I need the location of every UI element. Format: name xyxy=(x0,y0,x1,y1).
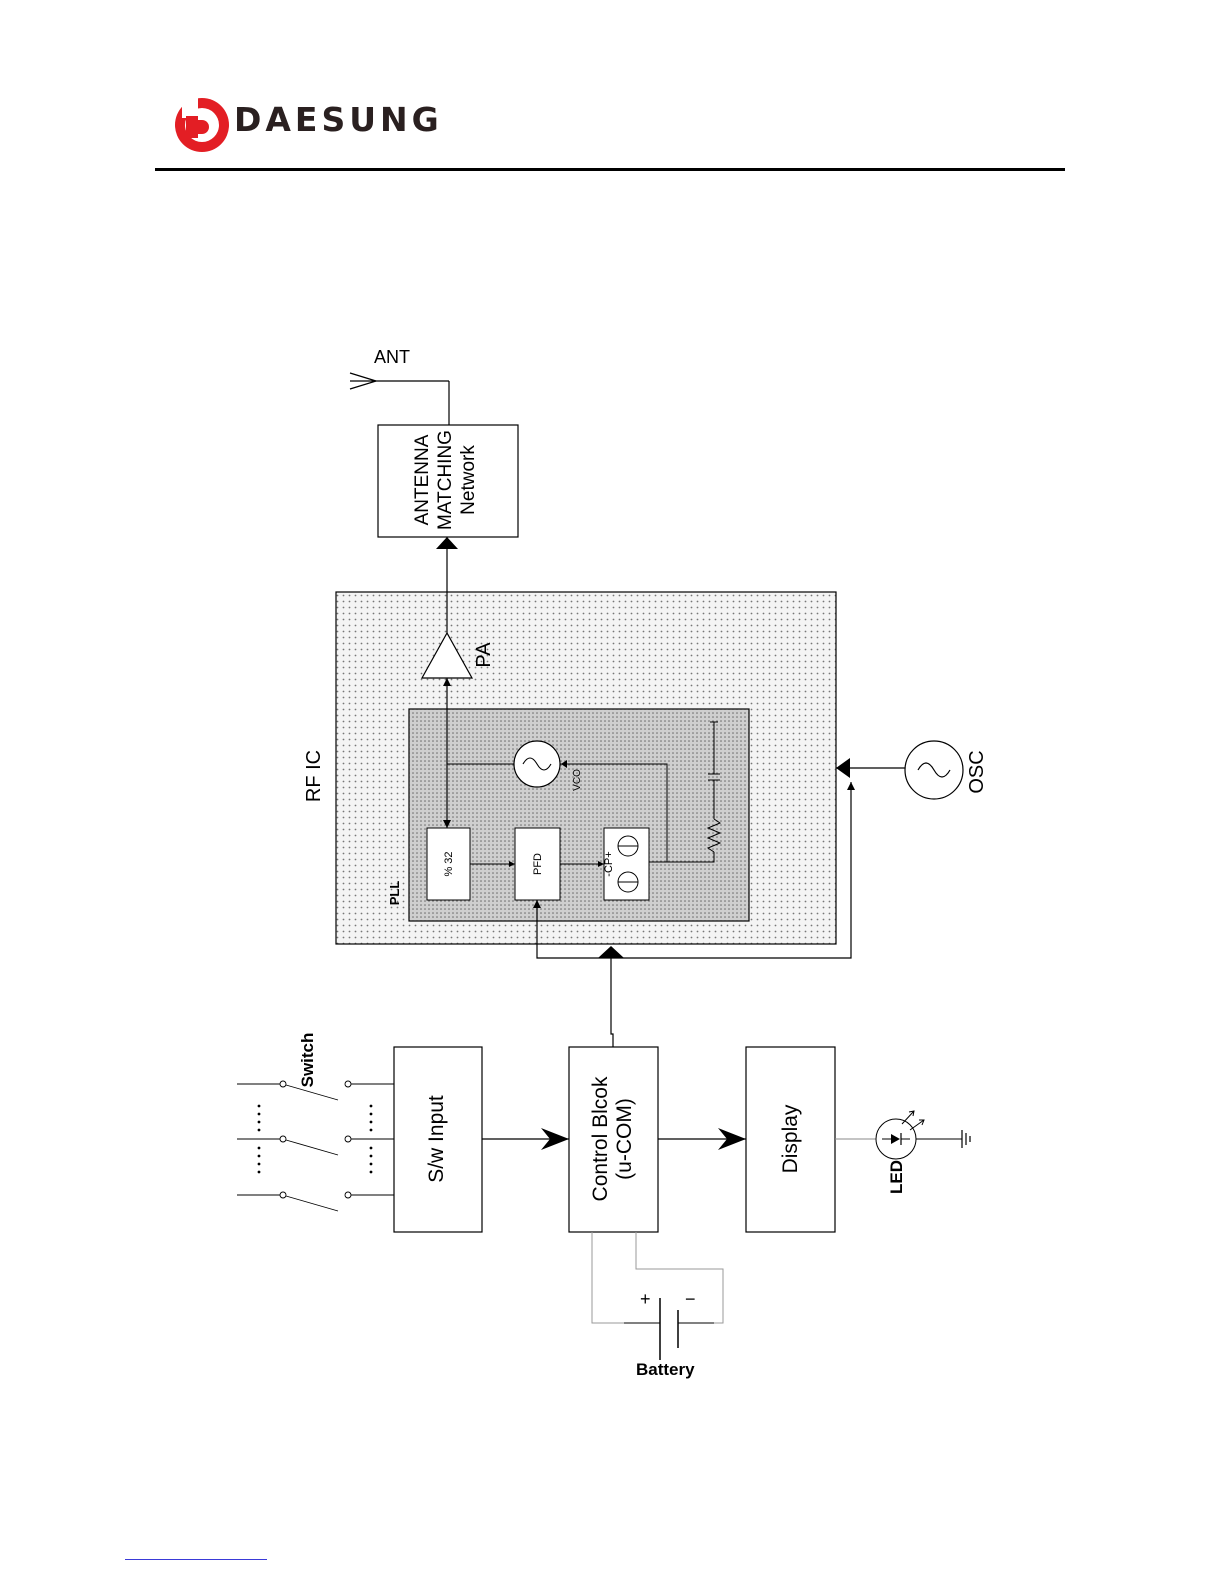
antenna-label-line3: Network xyxy=(458,445,479,515)
battery-plus-sign: + xyxy=(640,1289,651,1309)
control-label-line2: (u-COM) xyxy=(613,1098,636,1180)
antenna-icon xyxy=(350,373,449,425)
charge-pump-label: -CP+ xyxy=(603,851,615,876)
arrow-to-rfic-osc-icon xyxy=(836,758,850,778)
pfd-label: PFD xyxy=(532,853,544,875)
battery-label: Battery xyxy=(636,1360,695,1379)
arrow-bus-junction-icon xyxy=(598,946,624,958)
divider-label: % 32 xyxy=(443,851,455,876)
arrow-to-antenna-icon xyxy=(436,537,458,549)
antenna-label-line2: MATCHING xyxy=(435,430,456,530)
ground-icon xyxy=(962,1130,970,1148)
pll-label: PLL xyxy=(387,881,402,906)
arrow-to-rfic-right-icon xyxy=(847,782,855,790)
rf-ic-label: RF IC xyxy=(303,750,325,802)
footer-link-underline[interactable] xyxy=(125,1559,267,1560)
switch-array-icon[interactable] xyxy=(237,1081,394,1211)
switch-label: Switch xyxy=(298,1033,317,1088)
ant-label: ANT xyxy=(374,347,410,367)
display-label: Display xyxy=(779,1104,802,1173)
vco-label: VCO xyxy=(572,769,583,791)
sw-input-label: S/w Input xyxy=(425,1095,448,1183)
pa-label: PA xyxy=(473,642,495,668)
battery-wires xyxy=(592,1232,723,1323)
battery-minus-sign: − xyxy=(685,1289,696,1309)
antenna-label-line1: ANTENNA xyxy=(412,434,433,525)
led-label: LED xyxy=(887,1160,906,1194)
control-label-line1: Control Blcok xyxy=(589,1076,612,1201)
osc-label: OSC xyxy=(966,750,988,793)
battery-icon xyxy=(624,1298,714,1360)
